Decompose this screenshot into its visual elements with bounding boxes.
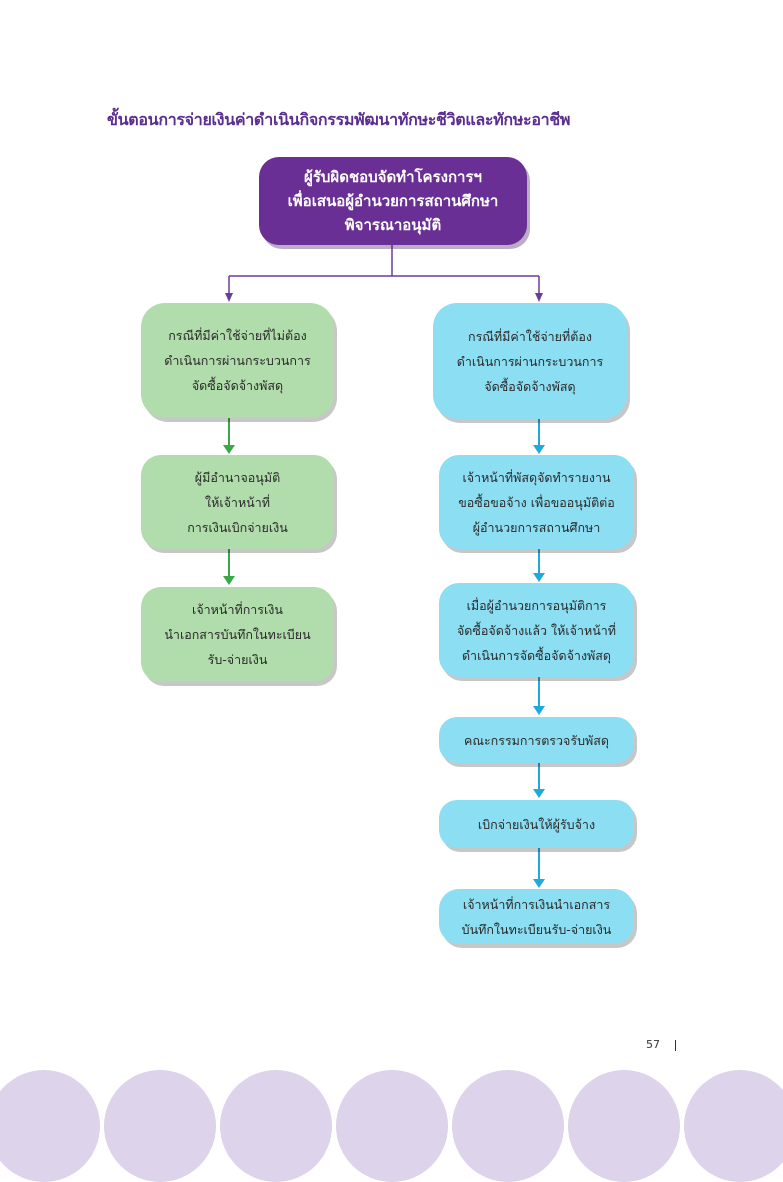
footer-decor-circle [104, 1070, 216, 1182]
footer-decor-circle [452, 1070, 564, 1182]
arrow-to-right-branch [535, 293, 543, 302]
right-step-2-text: เจ้าหน้าที่พัสดุจัดทำรายงาน ขอซื้อขอจ้าง… [458, 469, 615, 535]
right-arrow-4 [533, 763, 545, 798]
left-step-2-text: ผู้มีอำนาจอนุมัติ ให้เจ้าหน้าที่ การเงิน… [187, 469, 288, 535]
left-arrow-1 [223, 418, 235, 454]
right-arrow-2 [533, 549, 545, 582]
footer-decor-circle [568, 1070, 680, 1182]
footer-decor-circle [336, 1070, 448, 1182]
right-step-5-text: เบิกจ่ายเงินให้ผู้รับจ้าง [477, 816, 596, 832]
left-arrow-2 [223, 549, 235, 585]
right-step-1: กรณีที่มีค่าใช้จ่ายที่ต้อง ดำเนินการผ่าน… [433, 303, 627, 419]
page-number: 57 [646, 1038, 660, 1051]
start-box: ผู้รับผิดชอบจัดทำโครงการฯ เพื่อเสนอผู้อำ… [259, 157, 527, 245]
left-step-3-text: เจ้าหน้าที่การเงิน นำเอกสารบันทึกในทะเบี… [164, 602, 311, 667]
right-step-4: คณะกรรมการตรวจรับพัสดุ [439, 717, 634, 763]
arrow-to-left-branch [225, 293, 233, 302]
right-arrow-1 [533, 419, 545, 454]
right-step-1-text: กรณีที่มีค่าใช้จ่ายที่ต้อง ดำเนินการผ่าน… [456, 328, 604, 394]
right-step-3: เมื่อผู้อำนวยการอนุมัติการ จัดซื้อจัดจ้า… [439, 583, 634, 677]
flow-connectors [223, 245, 545, 888]
left-step-3: เจ้าหน้าที่การเงิน นำเอกสารบันทึกในทะเบี… [141, 587, 334, 682]
right-step-6-text: เจ้าหน้าที่การเงินนำเอกสาร บันทึกในทะเบี… [461, 896, 612, 937]
start-box-text: ผู้รับผิดชอบจัดทำโครงการฯ เพื่อเสนอผู้อำ… [287, 168, 499, 234]
right-step-2: เจ้าหน้าที่พัสดุจัดทำรายงาน ขอซื้อขอจ้าง… [439, 455, 634, 549]
page-number-separator [675, 1040, 676, 1051]
right-arrow-3 [533, 677, 545, 715]
right-step-5: เบิกจ่ายเงินให้ผู้รับจ้าง [439, 800, 634, 848]
footer-decor-circle [220, 1070, 332, 1182]
left-step-1: กรณีที่มีค่าใช้จ่ายที่ไม่ต้อง ดำเนินการผ… [141, 303, 334, 418]
left-step-1-text: กรณีที่มีค่าใช้จ่ายที่ไม่ต้อง ดำเนินการผ… [164, 328, 311, 393]
page-title: ขั้นตอนการจ่ายเงินค่าดำเนินกิจกรรมพัฒนาท… [107, 110, 571, 129]
footer-decor-circle [684, 1070, 783, 1182]
right-step-4-text: คณะกรรมการตรวจรับพัสดุ [463, 732, 610, 748]
right-step-6: เจ้าหน้าที่การเงินนำเอกสาร บันทึกในทะเบี… [439, 889, 634, 944]
right-step-3-text: เมื่อผู้อำนวยการอนุมัติการ จัดซื้อจัดจ้า… [456, 597, 617, 663]
right-arrow-5 [533, 848, 545, 888]
split-connector [228, 245, 540, 293]
left-step-2: ผู้มีอำนาจอนุมัติ ให้เจ้าหน้าที่ การเงิน… [141, 455, 334, 549]
